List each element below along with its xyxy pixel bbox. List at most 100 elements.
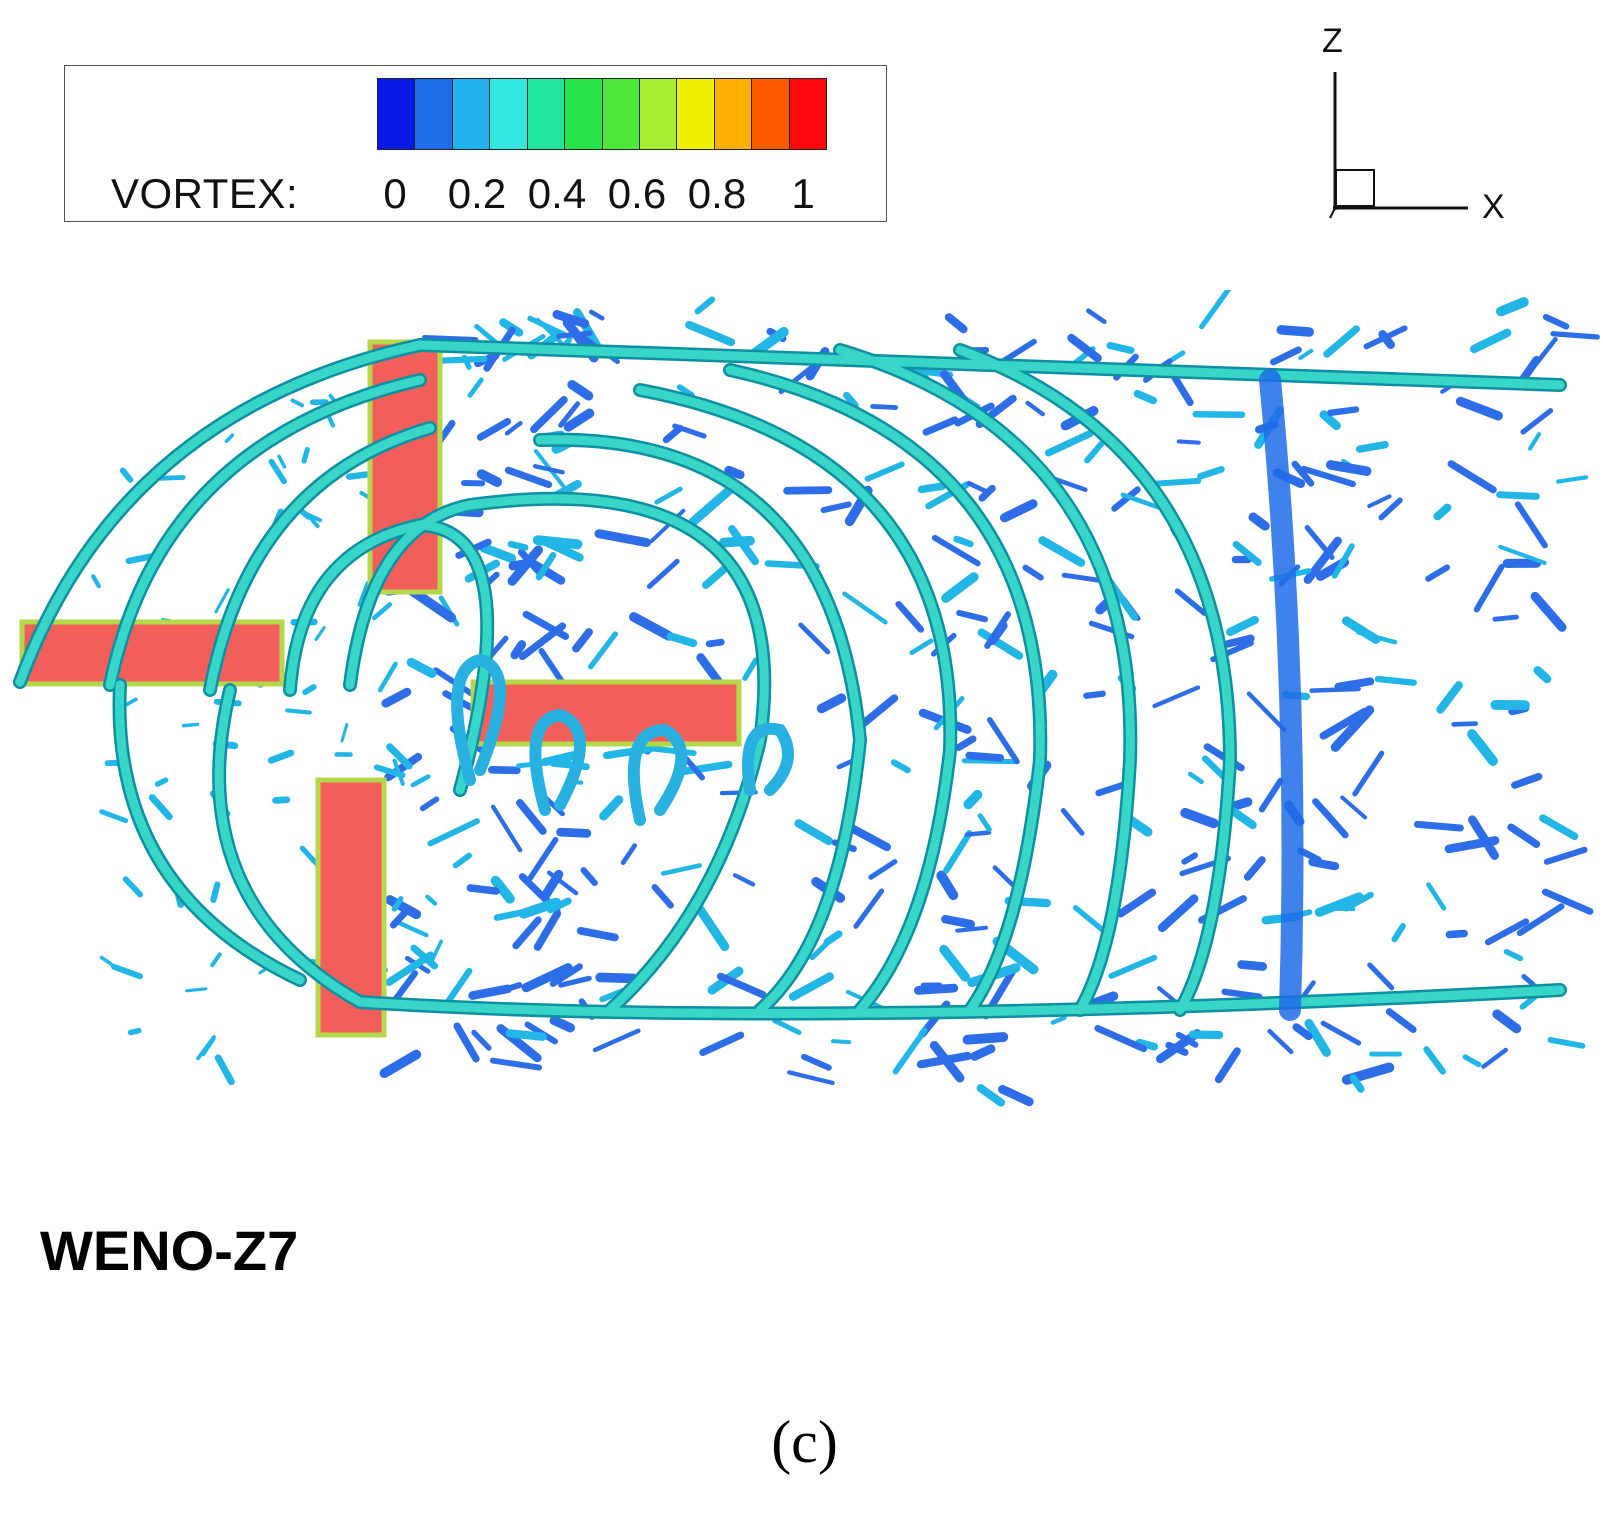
- vortex-fragment: [1527, 432, 1542, 451]
- colorbar-swatch: [752, 79, 790, 149]
- vortex-fragment: [660, 863, 702, 876]
- vortex-fragment: [385, 895, 422, 920]
- colorbar: [377, 78, 827, 150]
- vortex-fragment: [466, 884, 500, 895]
- vortex-fragment: [452, 852, 472, 869]
- vortex-fragment: [392, 970, 419, 1003]
- vortex-fragment: [391, 896, 404, 912]
- vortex-fragment: [1309, 686, 1361, 693]
- vortex-fragment: [154, 777, 169, 787]
- vortex-fragment: [580, 867, 598, 887]
- vortex-fragment: [1481, 1047, 1508, 1069]
- vortex-fragment: [512, 916, 542, 950]
- vortex-fragment: [302, 684, 317, 696]
- vortex-fragment: [377, 661, 398, 693]
- vortex-fragment: [272, 796, 291, 804]
- vortex-fragment: [1226, 615, 1259, 637]
- colorbar-swatch: [714, 79, 753, 149]
- vortex-fragment: [1391, 923, 1406, 943]
- vortex-fragment: [895, 600, 925, 633]
- colorbar-swatch: [378, 79, 416, 149]
- vortex-fragment: [672, 423, 707, 439]
- vortex-fragment: [406, 657, 437, 679]
- vortex-fragment: [1542, 313, 1570, 330]
- vortex-fragment: [1462, 1054, 1482, 1068]
- vortex-fragment: [1447, 460, 1497, 494]
- vortex-fragment: [1312, 798, 1349, 839]
- vortex-fragment: [1246, 691, 1287, 732]
- vortex-fragment: [277, 454, 287, 469]
- vortex-fragment: [549, 963, 583, 987]
- vortex-fragment: [379, 1049, 422, 1079]
- vortex-fragment: [953, 535, 974, 548]
- vortex-fragment: [538, 648, 566, 686]
- vortex-fragment: [783, 486, 833, 495]
- vortex-fragment: [210, 881, 221, 903]
- vortex-fragment: [868, 859, 898, 880]
- vortex-fragment: [909, 638, 934, 656]
- vortex-fragment: [479, 543, 517, 563]
- vortex-fragment: [1176, 439, 1201, 445]
- vortex-fragment: [694, 296, 716, 315]
- vortex-fragment: [1547, 1036, 1586, 1049]
- vortex-fragment: [944, 313, 968, 334]
- vortex-fragment: [716, 972, 767, 999]
- z-axis-label: Z: [1322, 22, 1343, 60]
- vortex-fragment: [461, 354, 472, 370]
- vortex-fragment: [1308, 857, 1340, 871]
- vortex-fragment: [546, 870, 579, 896]
- vortex-fragment: [453, 1022, 480, 1063]
- vortex-fragment: [490, 875, 515, 904]
- vortex-fragment: [816, 693, 847, 714]
- vortex-fragment: [1187, 771, 1204, 785]
- vortex-fragment: [1533, 666, 1552, 684]
- vortex-fragment: [1355, 440, 1389, 453]
- vortex-fragment: [185, 987, 208, 993]
- vortex-fragment: [1214, 1047, 1241, 1084]
- vortex-fragment: [1334, 677, 1375, 691]
- vortex-fragment: [1503, 949, 1523, 962]
- vortex-fragment: [956, 609, 988, 623]
- vortex-fragment: [314, 626, 326, 642]
- vortex-fragment: [1455, 396, 1503, 421]
- vortex-fragment: [505, 1029, 547, 1041]
- vortex-fragment: [427, 818, 480, 847]
- vortex-fragment: [504, 420, 523, 436]
- vortex-fragment: [964, 830, 992, 837]
- vortex-fragment: [532, 535, 583, 550]
- vortex-fragment: [301, 446, 310, 464]
- vortex-fragment: [290, 398, 305, 408]
- vortex-fragment: [1539, 814, 1579, 841]
- vortex-fragment: [522, 610, 570, 640]
- vortex-fragment: [1291, 460, 1315, 487]
- vortex-fragment: [1323, 325, 1360, 358]
- vortex-fragment: [507, 540, 529, 551]
- vortex-fragment: [728, 525, 760, 566]
- vortex-fragment: [931, 534, 981, 567]
- colorbar-swatch: [527, 79, 566, 149]
- vortex-fragment: [1174, 588, 1208, 616]
- vortex-fragment: [1367, 962, 1395, 991]
- vortex-isosurface-render: [13, 290, 1600, 1107]
- vortex-fragment: [1038, 536, 1086, 567]
- vortex-fragment: [724, 465, 745, 480]
- vortex-fragment: [1108, 954, 1158, 979]
- vortex-fragment: [392, 758, 405, 786]
- vortex-fragment: [389, 906, 411, 929]
- vortex-fragment: [936, 870, 959, 901]
- vortex-fragment: [1044, 430, 1094, 457]
- blade-left: [19, 619, 285, 687]
- tip-vortex-tubes: [13, 337, 1567, 1021]
- vortex-fragment: [1468, 815, 1499, 860]
- vortex-fragment: [842, 591, 888, 625]
- colorbar-swatch: [565, 79, 603, 149]
- vortex-fragment: [602, 745, 655, 760]
- vortex-fragment: [646, 558, 680, 589]
- vortex-fragment: [1436, 681, 1463, 714]
- vortex-fragment: [1258, 777, 1284, 813]
- vortex-fragment: [1221, 988, 1263, 1000]
- vortex-fragment: [1181, 852, 1199, 865]
- vortex-fragment: [1374, 675, 1417, 686]
- vortex-fragment: [592, 1028, 641, 1053]
- vortex-fragment: [546, 897, 572, 914]
